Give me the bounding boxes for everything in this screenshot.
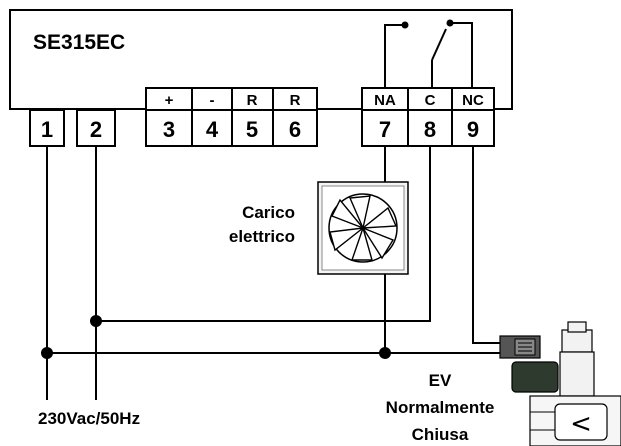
terminal-4-number: 4	[206, 117, 219, 142]
device-model: SE315EC	[33, 31, 125, 54]
load-label-line1: Carico	[242, 203, 295, 222]
terminal-group-relay	[361, 87, 495, 147]
terminal-7-label: NA	[374, 92, 396, 109]
terminal-9-number: 9	[467, 117, 479, 142]
valve-label-line3: Chiusa	[412, 425, 469, 444]
terminal-1-number: 1	[41, 117, 53, 142]
solenoid-valve-icon	[499, 321, 621, 446]
wiring	[46, 146, 512, 400]
terminal-4-label: -	[210, 92, 215, 109]
terminal-6-number: 6	[289, 117, 301, 142]
junction-dot	[90, 315, 102, 327]
terminal-3-label: +	[165, 92, 174, 109]
supply-label: 230Vac/50Hz	[38, 409, 140, 428]
terminal-8-label: C	[425, 92, 436, 109]
terminal-5-number: 5	[246, 117, 258, 142]
junction-dot	[379, 347, 391, 359]
terminal-6-label: R	[290, 92, 301, 109]
valve-label-line2: Normalmente	[386, 398, 495, 417]
terminal-7-number: 7	[379, 117, 391, 142]
terminal-5-label: R	[247, 92, 258, 109]
terminal-3-number: 3	[163, 117, 175, 142]
terminal-group-sensor	[145, 87, 318, 147]
terminal-9-label: NC	[462, 92, 484, 109]
valve-flow-symbol: <	[570, 409, 592, 439]
relay-contact-icon	[384, 19, 473, 88]
valve-label-line1: EV	[429, 371, 452, 390]
fan-icon	[317, 181, 409, 275]
junction-dot	[41, 347, 53, 359]
terminal-2-number: 2	[90, 117, 102, 142]
terminal-8-number: 8	[424, 117, 436, 142]
terminal-group-power	[29, 109, 116, 147]
load-label-line2: elettrico	[229, 227, 295, 246]
